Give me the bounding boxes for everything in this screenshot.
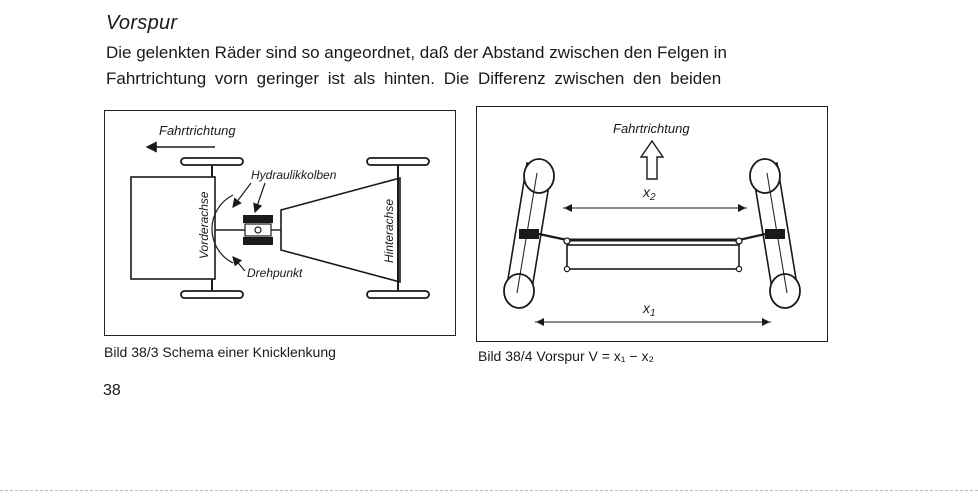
right-lower-joint (735, 265, 743, 273)
paragraph-line: Die gelenkten Räder sind so angeordnet, … (106, 43, 727, 62)
rear-body (280, 176, 401, 284)
left-hub (519, 229, 539, 239)
articulated-steering-diagram: Fahrtrichtung Vorderachse Hydraulikkolbe… (130, 123, 430, 299)
page-edge-divider (0, 490, 978, 491)
rear-right-wheel (366, 290, 430, 299)
front-left-wheel (180, 157, 244, 166)
figure-caption: Bild 38/3 Schema einer Knicklenkung (104, 344, 336, 360)
axle-beam (566, 244, 740, 270)
figure-articulated-steering: Fahrtrichtung Vorderachse Hydraulikkolbe… (104, 110, 456, 336)
rear-left-wheel (366, 157, 430, 166)
x1-label: x1 (642, 300, 656, 319)
figure-caption: Bild 38/4 Vorspur V = x₁ − x₂ (478, 348, 654, 364)
piston-pointer (253, 182, 266, 214)
page-number: 38 (103, 382, 121, 399)
hydraulic-piston-bottom (243, 237, 273, 245)
rear-axle-label: Hinterachse (382, 199, 396, 263)
front-axle-label: Vorderachse (197, 191, 211, 259)
direction-arrow-icon (639, 139, 665, 180)
right-hub (765, 229, 785, 239)
front-right-wheel (180, 290, 244, 299)
hydraulic-piston-label: Hydraulikkolben (251, 168, 337, 182)
hydraulic-piston-top (243, 215, 273, 223)
left-steering-arm (538, 232, 568, 242)
pivot-label: Drehpunkt (247, 266, 303, 280)
left-joint (563, 237, 571, 245)
figure-toe-in: Fahrtrichtung x2 (476, 106, 828, 342)
x2-label: x2 (642, 184, 656, 203)
left-lower-joint (563, 265, 571, 273)
front-body (130, 176, 216, 280)
paragraph-line: Fahrtrichtung vorn geringer ist als hint… (106, 69, 722, 88)
pivot-point (254, 226, 262, 234)
piston-pointer (232, 182, 252, 208)
pivot-pointer (232, 256, 246, 272)
left-wheel (503, 158, 555, 309)
right-joint (735, 237, 743, 245)
toe-in-diagram: Fahrtrichtung x2 (503, 121, 801, 326)
direction-label: Fahrtrichtung (613, 121, 690, 136)
section-heading: Vorspur (106, 12, 178, 34)
right-steering-arm (738, 232, 766, 242)
direction-label: Fahrtrichtung (159, 123, 236, 138)
pivot-arc (211, 194, 234, 264)
